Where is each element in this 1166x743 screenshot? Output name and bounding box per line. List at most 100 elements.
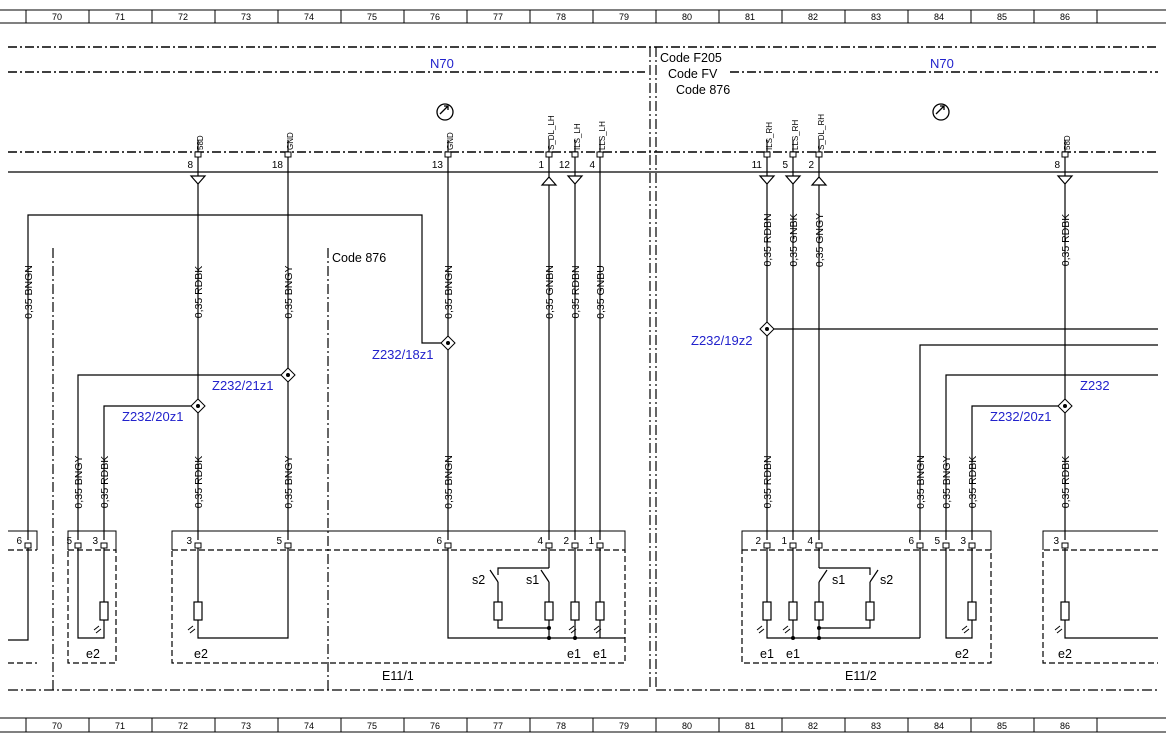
lamp-icon — [570, 601, 580, 621]
pin-number: 5 — [782, 160, 788, 171]
ruler-cell: 83 — [871, 12, 881, 22]
ruler-cell: 80 — [682, 12, 692, 22]
light-rays-icon — [1054, 625, 1063, 634]
switch-icon — [489, 569, 499, 583]
lamp-icon — [99, 601, 109, 621]
pin-number: 8 — [187, 160, 193, 171]
load-label: e2 — [86, 647, 100, 661]
module-boundaries — [8, 46, 1158, 691]
load-label: e2 — [1058, 647, 1072, 661]
wire-label: 0,35 GNBU — [595, 265, 607, 319]
device-wiring — [8, 548, 1158, 641]
splice-node — [1057, 398, 1073, 414]
ruler-cell: 84 — [934, 12, 944, 22]
ruler-cell: 70 — [52, 12, 62, 22]
ruler-cell: 86 — [1060, 721, 1070, 731]
switch-contacts — [489, 569, 879, 583]
switch-icon — [818, 569, 828, 583]
top-pins-left — [194, 140, 604, 158]
pin-number: 1 — [781, 536, 787, 547]
lamp-icon — [814, 601, 824, 621]
pin-number: 2 — [563, 536, 569, 547]
ruler-cell: 86 — [1060, 12, 1070, 22]
pin-number: 3 — [960, 536, 966, 547]
pin-number: 11 — [752, 160, 763, 171]
device-frames — [8, 530, 1158, 664]
lamp-icon — [493, 601, 503, 621]
ruler-cell: 79 — [619, 12, 629, 22]
ruler-cell: 74 — [304, 12, 314, 22]
pin-signal: S_DL_RH — [817, 114, 826, 150]
wire-label: 0,35 RDBN — [570, 265, 582, 318]
splice-node — [280, 367, 296, 383]
wire-label: 0,35 RDBN — [762, 455, 774, 508]
ruler-cell: 77 — [493, 12, 503, 22]
wire-label: 0,35 GNGY — [814, 213, 826, 267]
pin-signal: GND — [446, 132, 455, 150]
wire-label: 0,35 RDBK — [193, 266, 205, 319]
ruler-cell: 71 — [115, 721, 125, 731]
lamp-icon — [762, 601, 772, 621]
wire-label: 0,35 BNGN — [23, 265, 35, 319]
unit-label-right: E11/2 — [845, 669, 877, 683]
pin-signal: S_DL_LH — [547, 115, 556, 150]
ruler-cell: 74 — [304, 721, 314, 731]
splice-label: Z232/19z2 — [691, 333, 752, 348]
ruler-cell: 80 — [682, 721, 692, 731]
ruler-cell: 81 — [745, 721, 755, 731]
lamp-icon — [1060, 601, 1070, 621]
ruler-cell: 73 — [241, 12, 251, 22]
pin-number: 13 — [432, 160, 444, 171]
splice-label: Z232 — [1080, 378, 1110, 393]
load-label: e2 — [194, 647, 208, 661]
ruler-cell: 72 — [178, 721, 188, 731]
lamp-icon — [967, 601, 977, 621]
lamp-icon — [544, 601, 554, 621]
pin-number: 4 — [537, 536, 543, 547]
ruler-cell: 72 — [178, 12, 188, 22]
code-label-fv: Code FV — [668, 67, 718, 81]
pin-number: 2 — [755, 536, 761, 547]
ruler-cell: 71 — [115, 12, 125, 22]
module-label-left: N70 — [430, 56, 454, 71]
pin-signal: GND — [286, 132, 295, 150]
wire-label: 0,35 RDBN — [762, 213, 774, 266]
pin-number: 8 — [1054, 160, 1060, 171]
switch-label: s1 — [526, 573, 539, 587]
splice-node — [759, 321, 775, 337]
load-label: e1 — [760, 647, 774, 661]
ruler-cell: 78 — [556, 721, 566, 731]
light-rays-icon — [961, 625, 970, 634]
load-label: e1 — [786, 647, 800, 661]
wire-label: 0,35 BNGY — [941, 455, 953, 508]
pin-number: 3 — [186, 536, 192, 547]
pin-number: 5 — [934, 536, 940, 547]
code-label-f205: Code F205 — [660, 51, 722, 65]
switch-icon — [869, 569, 879, 583]
wire-label: 0,35 RDBK — [99, 456, 111, 509]
switch-label: s1 — [832, 573, 845, 587]
arrow-down-icon — [758, 175, 776, 185]
wire-label: 0,35 BNGN — [915, 455, 927, 509]
lamp-icon — [193, 601, 203, 621]
pin-number: 5 — [66, 536, 72, 547]
pin-number: 5 — [276, 536, 282, 547]
pin-number: 12 — [559, 160, 571, 171]
ruler-cell: 85 — [997, 721, 1007, 731]
lamp-icon — [788, 601, 798, 621]
wire-label: 0,35 GNBN — [544, 265, 556, 319]
splice-label: Z232/20z1 — [990, 409, 1051, 424]
ruler-cell: 77 — [493, 721, 503, 731]
pin-number: 6 — [908, 536, 914, 547]
pin-signal: ILS_RH — [765, 122, 774, 150]
pin-signal: LLS_LH — [598, 121, 607, 150]
lamp-icon — [595, 601, 605, 621]
ruler-cell: 82 — [808, 721, 818, 731]
wire-label: 0,35 BNGY — [73, 455, 85, 508]
pin-number: 6 — [436, 536, 442, 547]
pin-signal: LLS_RH — [791, 120, 800, 150]
load-label: e1 — [567, 647, 581, 661]
ruler-cell: 73 — [241, 721, 251, 731]
arrow-down-icon — [566, 175, 584, 185]
